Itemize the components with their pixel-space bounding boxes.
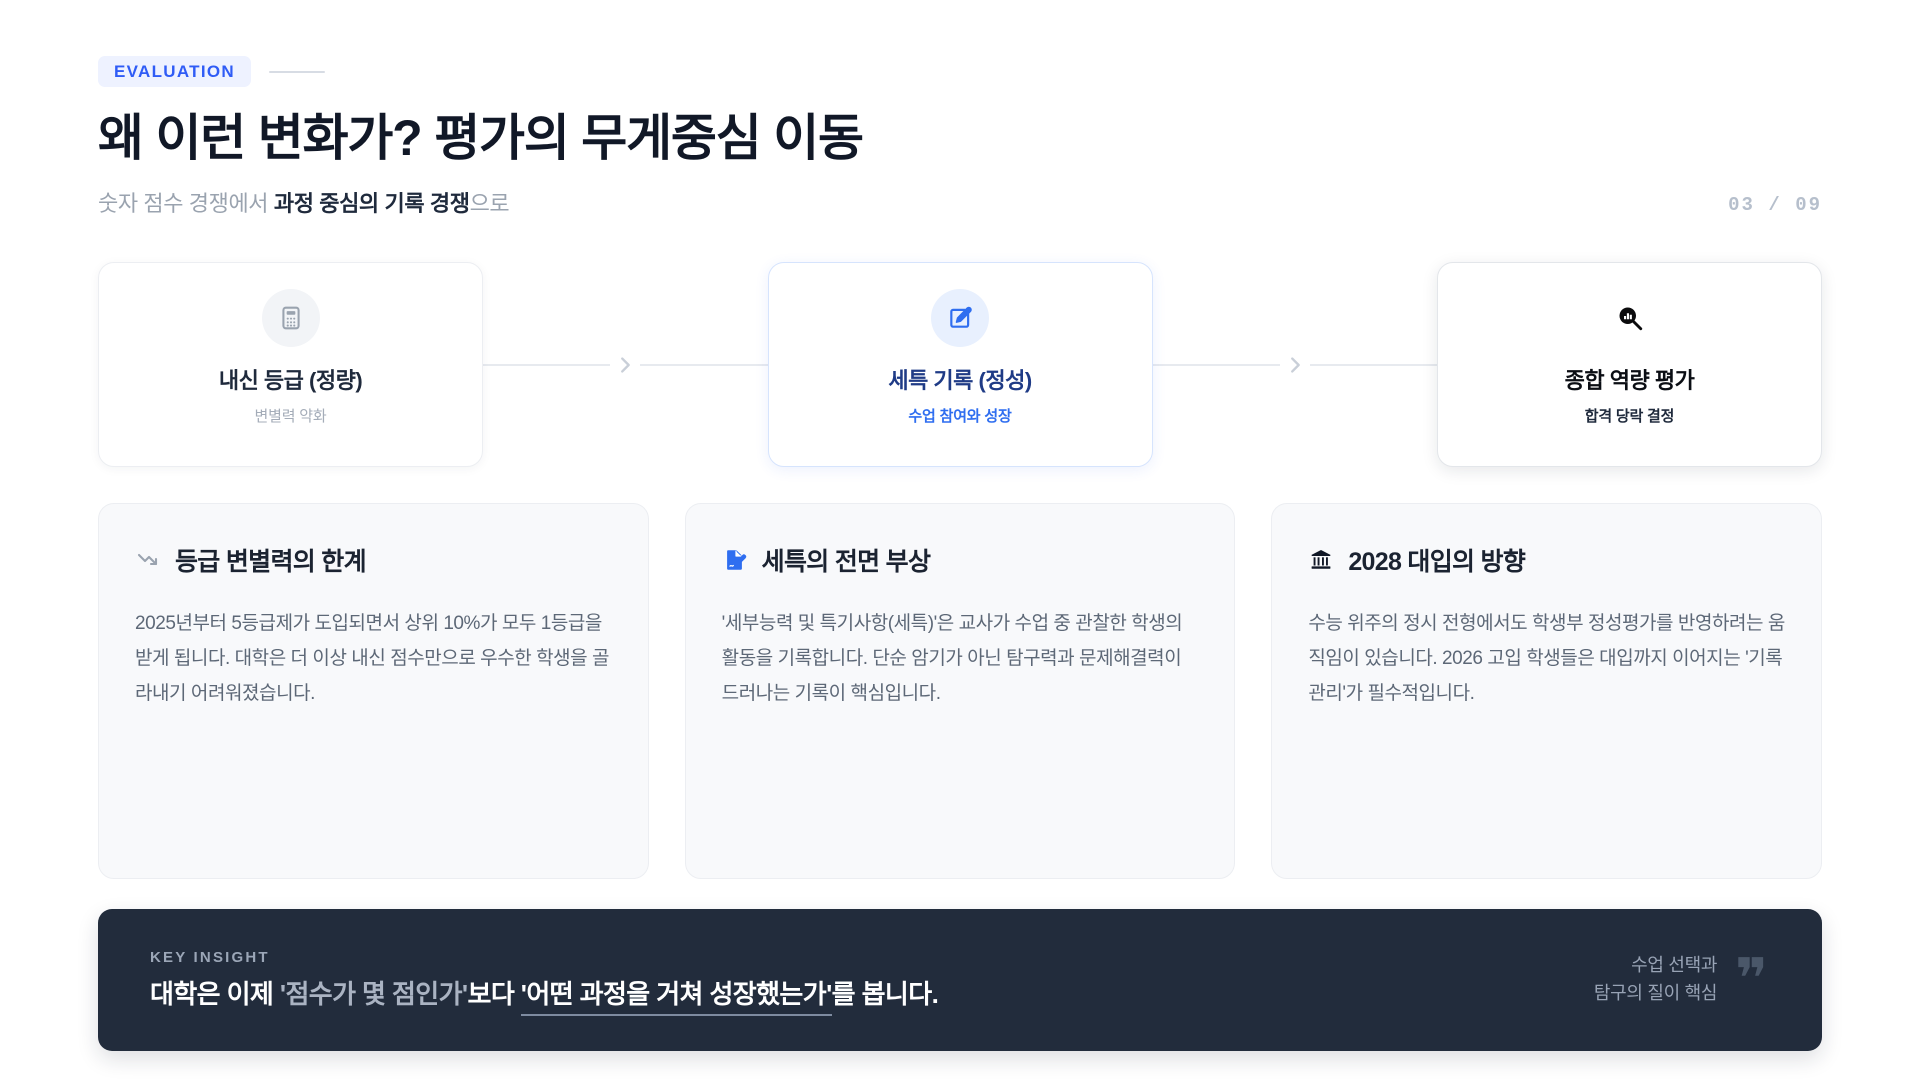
detail-card: 세특의 전면 부상 '세부능력 및 특기사항(세특)'은 교사가 수업 중 관찰… xyxy=(684,503,1236,879)
step-title: 종합 역량 평가 xyxy=(1564,368,1695,393)
page-separator: / xyxy=(1768,194,1782,216)
detail-card-title: 2028 대입의 방향 xyxy=(1348,548,1526,576)
trend-down-icon xyxy=(135,547,161,573)
detail-card-title: 등급 변별력의 한계 xyxy=(175,548,367,576)
document-pen-icon xyxy=(722,547,748,573)
eyebrow-badge: EVALUATION xyxy=(98,56,251,87)
pencil-square-icon xyxy=(931,289,989,347)
detail-card-body: 2025년부터 5등급제가 도입되면서 상위 10%가 모두 1등급을 받게 됩… xyxy=(135,613,610,705)
step-card-jonghap[interactable]: 종합 역량 평가 합격 당락 결정 xyxy=(1437,262,1822,467)
eyebrow-divider xyxy=(268,70,325,73)
detail-card: 2028 대입의 방향 수능 위주의 정시 전형에서도 학생부 정성평가를 반영… xyxy=(1271,503,1823,879)
chart-magnifier-icon xyxy=(1601,289,1659,347)
step-flow: 내신 등급 (정량) 변별력 약화 세특 기록 (정성) 수업 참여와 성장 xyxy=(98,262,1822,467)
calculator-icon xyxy=(261,289,320,347)
step-subtitle: 수업 참여와 성장 xyxy=(908,408,1012,425)
chevron-right-icon xyxy=(1279,349,1310,380)
detail-card-list: 등급 변별력의 한계 2025년부터 5등급제가 도입되면서 상위 10%가 모… xyxy=(98,503,1823,879)
page-counter: 03 / 09 xyxy=(1728,194,1822,218)
insight-text-part2: 보다 xyxy=(467,979,521,1010)
page-title: 왜 이런 변화가? 평가의 무게중심 이동 xyxy=(98,110,864,166)
insight-text-part1: 대학은 이제 xyxy=(150,979,280,1010)
subtitle-prefix: 숫자 점수 경쟁에서 xyxy=(98,191,274,216)
insight-quoted-muted: '점수가 몇 점인가' xyxy=(279,979,468,1010)
key-insight-right: 수업 선택과 탐구의 질이 핵심 ❞ xyxy=(1593,946,1768,1012)
key-insight-left: KEY INSIGHT 대학은 이제 '점수가 몇 점인가'보다 '어떤 과정을… xyxy=(150,949,939,1017)
subtitle-row: 숫자 점수 경쟁에서 과정 중심의 기록 경쟁으로 03 / 09 xyxy=(98,186,1822,218)
detail-card: 등급 변별력의 한계 2025년부터 5등급제가 도입되면서 상위 10%가 모… xyxy=(98,503,649,879)
key-insight-label: KEY INSIGHT xyxy=(150,949,270,967)
detail-card-body: 수능 위주의 정시 전형에서도 학생부 정성평가를 반영하려는 움직임이 있습니… xyxy=(1308,613,1785,705)
subtitle-emphasis: 과정 중심의 기록 경쟁 xyxy=(273,191,470,216)
insight-text-part3: 를 봅니다. xyxy=(831,979,939,1010)
detail-card-title: 세특의 전면 부상 xyxy=(761,548,931,576)
page-total: 09 xyxy=(1795,194,1822,216)
step-title: 세특 기록 (정성) xyxy=(888,368,1032,393)
step-card-naesin[interactable]: 내신 등급 (정량) 변별력 약화 xyxy=(98,262,483,467)
classical-building-icon xyxy=(1308,547,1334,573)
step-subtitle: 변별력 약화 xyxy=(254,408,327,425)
step-title: 내신 등급 (정량) xyxy=(218,368,363,393)
page-subtitle: 숫자 점수 경쟁에서 과정 중심의 기록 경쟁으로 xyxy=(98,186,510,218)
step-subtitle: 합격 당락 결정 xyxy=(1584,408,1675,425)
step-card-seteuk[interactable]: 세특 기록 (정성) 수업 참여와 성장 xyxy=(767,262,1153,467)
page-current: 03 xyxy=(1728,194,1755,216)
insight-highlight: '어떤 과정을 거쳐 성장했는가' xyxy=(520,979,832,1017)
detail-card-body: '세부능력 및 특기사항(세특)'은 교사가 수업 중 관찰한 학생의 활동을 … xyxy=(721,613,1183,705)
quote-close-icon: ❞ xyxy=(1735,946,1768,1012)
detail-card-header: 2028 대입의 방향 xyxy=(1308,542,1785,578)
key-insight-note: 수업 선택과 탐구의 질이 핵심 xyxy=(1593,952,1718,1008)
key-insight-banner: KEY INSIGHT 대학은 이제 '점수가 몇 점인가'보다 '어떤 과정을… xyxy=(98,909,1822,1051)
chevron-right-icon xyxy=(610,349,641,380)
detail-card-header: 등급 변별력의 한계 xyxy=(135,542,612,578)
detail-card-header: 세특의 전면 부상 xyxy=(722,542,1199,578)
key-insight-text: 대학은 이제 '점수가 몇 점인가'보다 '어떤 과정을 거쳐 성장했는가'를 … xyxy=(150,978,939,1017)
key-insight-note-line1: 수업 선택과 xyxy=(1631,955,1718,976)
key-insight-note-line2: 탐구의 질이 핵심 xyxy=(1593,983,1718,1003)
subtitle-suffix: 으로 xyxy=(469,191,510,216)
eyebrow-row: EVALUATION xyxy=(98,56,1822,87)
